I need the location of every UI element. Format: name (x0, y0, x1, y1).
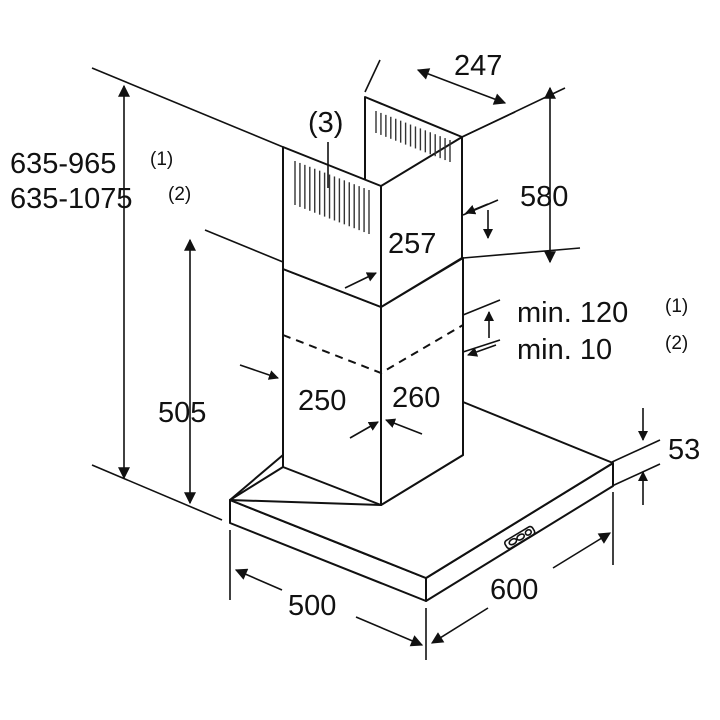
footnote-2: (2) (168, 184, 191, 205)
footnote-1: (1) (150, 149, 173, 170)
hood-width-label: 600 (490, 574, 538, 606)
chimney-depth-label: 260 (392, 382, 440, 414)
footnote-1: (1) (665, 296, 688, 317)
hood-thickness-label: 53 (668, 434, 700, 466)
extension-lines (91, 59, 661, 660)
footnote-2: (2) (665, 333, 688, 354)
vent-grille (375, 111, 451, 162)
upper-chimney (282, 96, 463, 308)
dimension-arrows (118, 68, 648, 647)
vent-grille (294, 161, 370, 234)
hood-depth-label: 500 (288, 590, 336, 622)
top-depth-label: 247 (454, 50, 502, 82)
chimney-width-label: 250 (298, 385, 346, 417)
upper-chimney-depth-label: 257 (388, 228, 436, 260)
min-overlap-label-1: min. 120 (517, 297, 628, 329)
control-panel-icon (504, 525, 536, 550)
lower-chimney (282, 257, 464, 506)
callout-3-label: (3) (308, 107, 343, 139)
lower-chimney-height-label: 505 (158, 397, 206, 429)
upper-chimney-height-label: 580 (520, 181, 568, 213)
total-height-label-1: 635-965 (10, 148, 116, 180)
min-overlap-label-2: min. 10 (517, 334, 612, 366)
total-height-label-2: 635-1075 (10, 183, 133, 215)
